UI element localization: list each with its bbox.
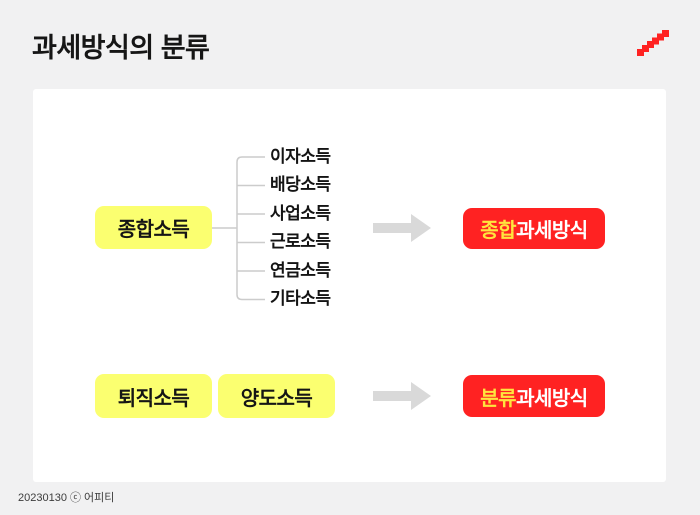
result-highlight-text: 분류 [480, 387, 517, 410]
source-box-retirement-income: 퇴직소득 [95, 374, 212, 418]
source-box-comprehensive-income: 종합소득 [95, 206, 212, 249]
income-item-earned: 근로소득 [270, 232, 331, 251]
income-item-business: 사업소득 [270, 204, 331, 223]
income-item-dividend: 배당소득 [270, 175, 331, 194]
pixel-trend-icon [637, 30, 669, 56]
income-item-pension: 연금소득 [270, 261, 331, 280]
page-title: 과세방식의 분류 [32, 33, 210, 63]
income-item-other: 기타소득 [270, 289, 331, 308]
block-right-arrow-icon [373, 382, 431, 410]
income-item-interest: 이자소득 [270, 147, 331, 166]
result-highlight-text: 종합 [480, 220, 517, 242]
source-box-transfer-income: 양도소득 [218, 374, 335, 418]
result-rest-text: 과세방식 [516, 387, 588, 410]
block-right-arrow-icon [373, 214, 431, 242]
result-rest-text: 과세방식 [516, 220, 588, 242]
tree-connector-lines [212, 156, 265, 301]
credit-line: 20230130 ⓒ 어피티 [18, 492, 115, 504]
